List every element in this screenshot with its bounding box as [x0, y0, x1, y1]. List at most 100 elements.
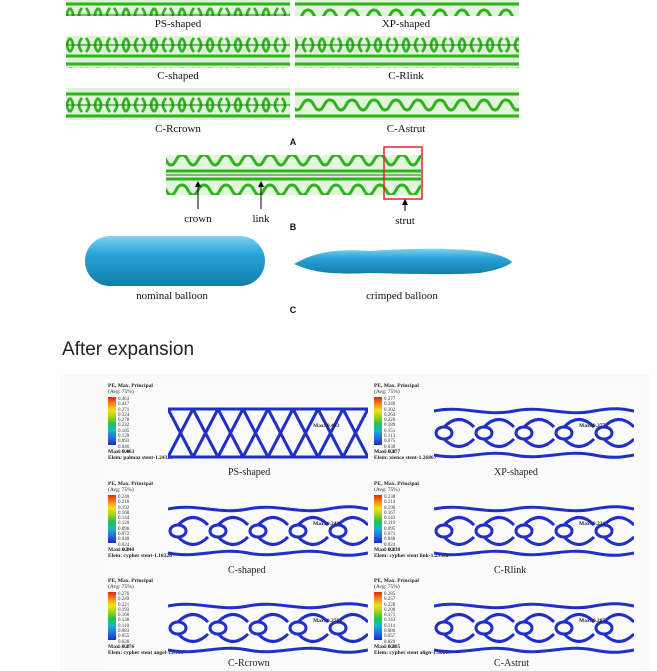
- legend-tick: 0.000: [384, 449, 396, 455]
- legend-tick: 0.071: [384, 532, 396, 538]
- legend-avg: (Avg: 75%): [108, 389, 134, 395]
- legend-max: Max: 0.377: [374, 449, 401, 455]
- color-scale-bar: [108, 495, 116, 543]
- stent-c-rlink: [295, 36, 519, 68]
- stent-ps-shaped: [66, 0, 290, 16]
- nominal-balloon-shape: [85, 236, 265, 286]
- legend-max: Max: 0.285: [374, 644, 401, 650]
- color-scale-bar: [374, 592, 382, 640]
- legend-avg: (Avg: 75%): [374, 487, 400, 493]
- legend-tick: 0.075: [384, 439, 396, 445]
- legend-tick: 0.193: [118, 607, 130, 613]
- legend-tick: 0.371: [118, 407, 130, 413]
- design-label-c-shaped: C-shaped: [157, 70, 199, 82]
- legend-tick: 0.167: [384, 510, 396, 516]
- legend-avg: (Avg: 75%): [374, 584, 400, 590]
- legend-tick: 0.000: [384, 547, 396, 553]
- result-design-name: C-Rcrown: [228, 658, 270, 669]
- legend-max: Max: 0.238: [374, 547, 401, 553]
- label-strut: strut: [395, 215, 415, 227]
- legend-elem: Elem: cypher stent align-1.50217: [374, 650, 451, 656]
- legend-tick: 0.200: [384, 607, 396, 613]
- legend-tick: 0.238: [384, 495, 396, 500]
- legend-elem: Elem: cypher stent angel-1.8508: [108, 650, 184, 656]
- legend-tick: 0.000: [118, 547, 130, 553]
- legend-tick: 0.221: [118, 602, 130, 608]
- legend-tick: 0.185: [118, 428, 130, 434]
- legend-tick: 0.324: [118, 412, 130, 418]
- legend-max: Max: 0.463: [108, 449, 135, 455]
- panel-label-c: C: [289, 305, 297, 315]
- legend-tick: 0.138: [118, 618, 130, 624]
- max-callout: Max: 0.463: [313, 423, 340, 429]
- deformed-stent-mesh: [434, 407, 634, 459]
- legend-elem: Elem: xience stent-1.26867: [374, 455, 437, 461]
- legend-title: PE, Max. Principal: [374, 481, 419, 487]
- legend-elem: Elem: cypher stent-1.18226: [108, 553, 172, 559]
- legend-tick: 0.095: [384, 526, 396, 532]
- max-callout: Max: 0.377: [579, 423, 606, 429]
- legend-tick: 0.093: [118, 439, 130, 445]
- legend-tick: 0.119: [384, 521, 396, 527]
- legend-tick: 0.038: [384, 444, 396, 450]
- section-heading: After expansion: [62, 339, 195, 360]
- legend-tick: 0.029: [384, 639, 396, 645]
- max-callout: Max: 0.240: [313, 521, 340, 527]
- legend-tick: 0.278: [118, 418, 130, 424]
- legend-tick: 0.171: [384, 613, 396, 619]
- legend-avg: (Avg: 75%): [108, 487, 134, 493]
- legend-tick: 0.024: [118, 542, 130, 548]
- legend-tick: 0.000: [384, 644, 396, 650]
- legend-tick: 0.302: [384, 407, 396, 413]
- label-nominal-balloon: nominal balloon: [136, 290, 208, 302]
- legend-tick: 0.120: [118, 521, 130, 527]
- legend-tick: 0.144: [118, 516, 130, 522]
- legend-tick: 0.264: [384, 412, 396, 418]
- legend-tick: 0.143: [384, 516, 396, 522]
- result-design-name: XP-shaped: [494, 467, 538, 478]
- legend-tick: 0.083: [118, 629, 130, 635]
- panel-c-balloons: [85, 236, 512, 286]
- label-link: link: [252, 213, 270, 225]
- legend-title: PE, Max. Principal: [108, 481, 153, 487]
- legend-tick: 0.249: [118, 597, 130, 603]
- legend-tick: 0.000: [118, 449, 130, 455]
- legend-tick: 0.072: [118, 532, 130, 538]
- stent-c-shaped: [66, 36, 290, 68]
- stent-c-astrut: [295, 88, 519, 120]
- color-scale-bar: [108, 397, 116, 445]
- deformed-stent-mesh: [168, 505, 368, 557]
- legend-tick: 0.216: [118, 500, 130, 506]
- legend-tick: 0.028: [118, 639, 130, 645]
- max-callout: Max: 0.285: [579, 618, 606, 624]
- label-crimped-balloon: crimped balloon: [366, 290, 438, 302]
- legend-tick: 0.257: [384, 597, 396, 603]
- legend-tick: 0.086: [384, 629, 396, 635]
- result-design-name: C-Rlink: [494, 565, 527, 576]
- legend-tick: 0.166: [118, 613, 130, 619]
- design-label-c-rcrown: C-Rcrown: [155, 123, 201, 135]
- result-design-name: C-shaped: [228, 565, 266, 576]
- legend-avg: (Avg: 75%): [374, 389, 400, 395]
- strut-highlight-box: [383, 146, 423, 200]
- legend-tick: 0.240: [118, 495, 130, 500]
- legend-tick: 0.192: [118, 505, 130, 511]
- stent-c-rcrown: [66, 88, 290, 120]
- legend-tick: 0.463: [118, 397, 130, 402]
- legend-tick: 0.143: [384, 618, 396, 624]
- legend-tick: 0.276: [118, 592, 130, 597]
- deformed-stent-mesh: [168, 407, 368, 459]
- legend-tick: 0.046: [118, 444, 130, 450]
- legend-elem: Elem: cypher stent link-1.29362: [374, 553, 449, 559]
- color-scale-bar: [108, 592, 116, 640]
